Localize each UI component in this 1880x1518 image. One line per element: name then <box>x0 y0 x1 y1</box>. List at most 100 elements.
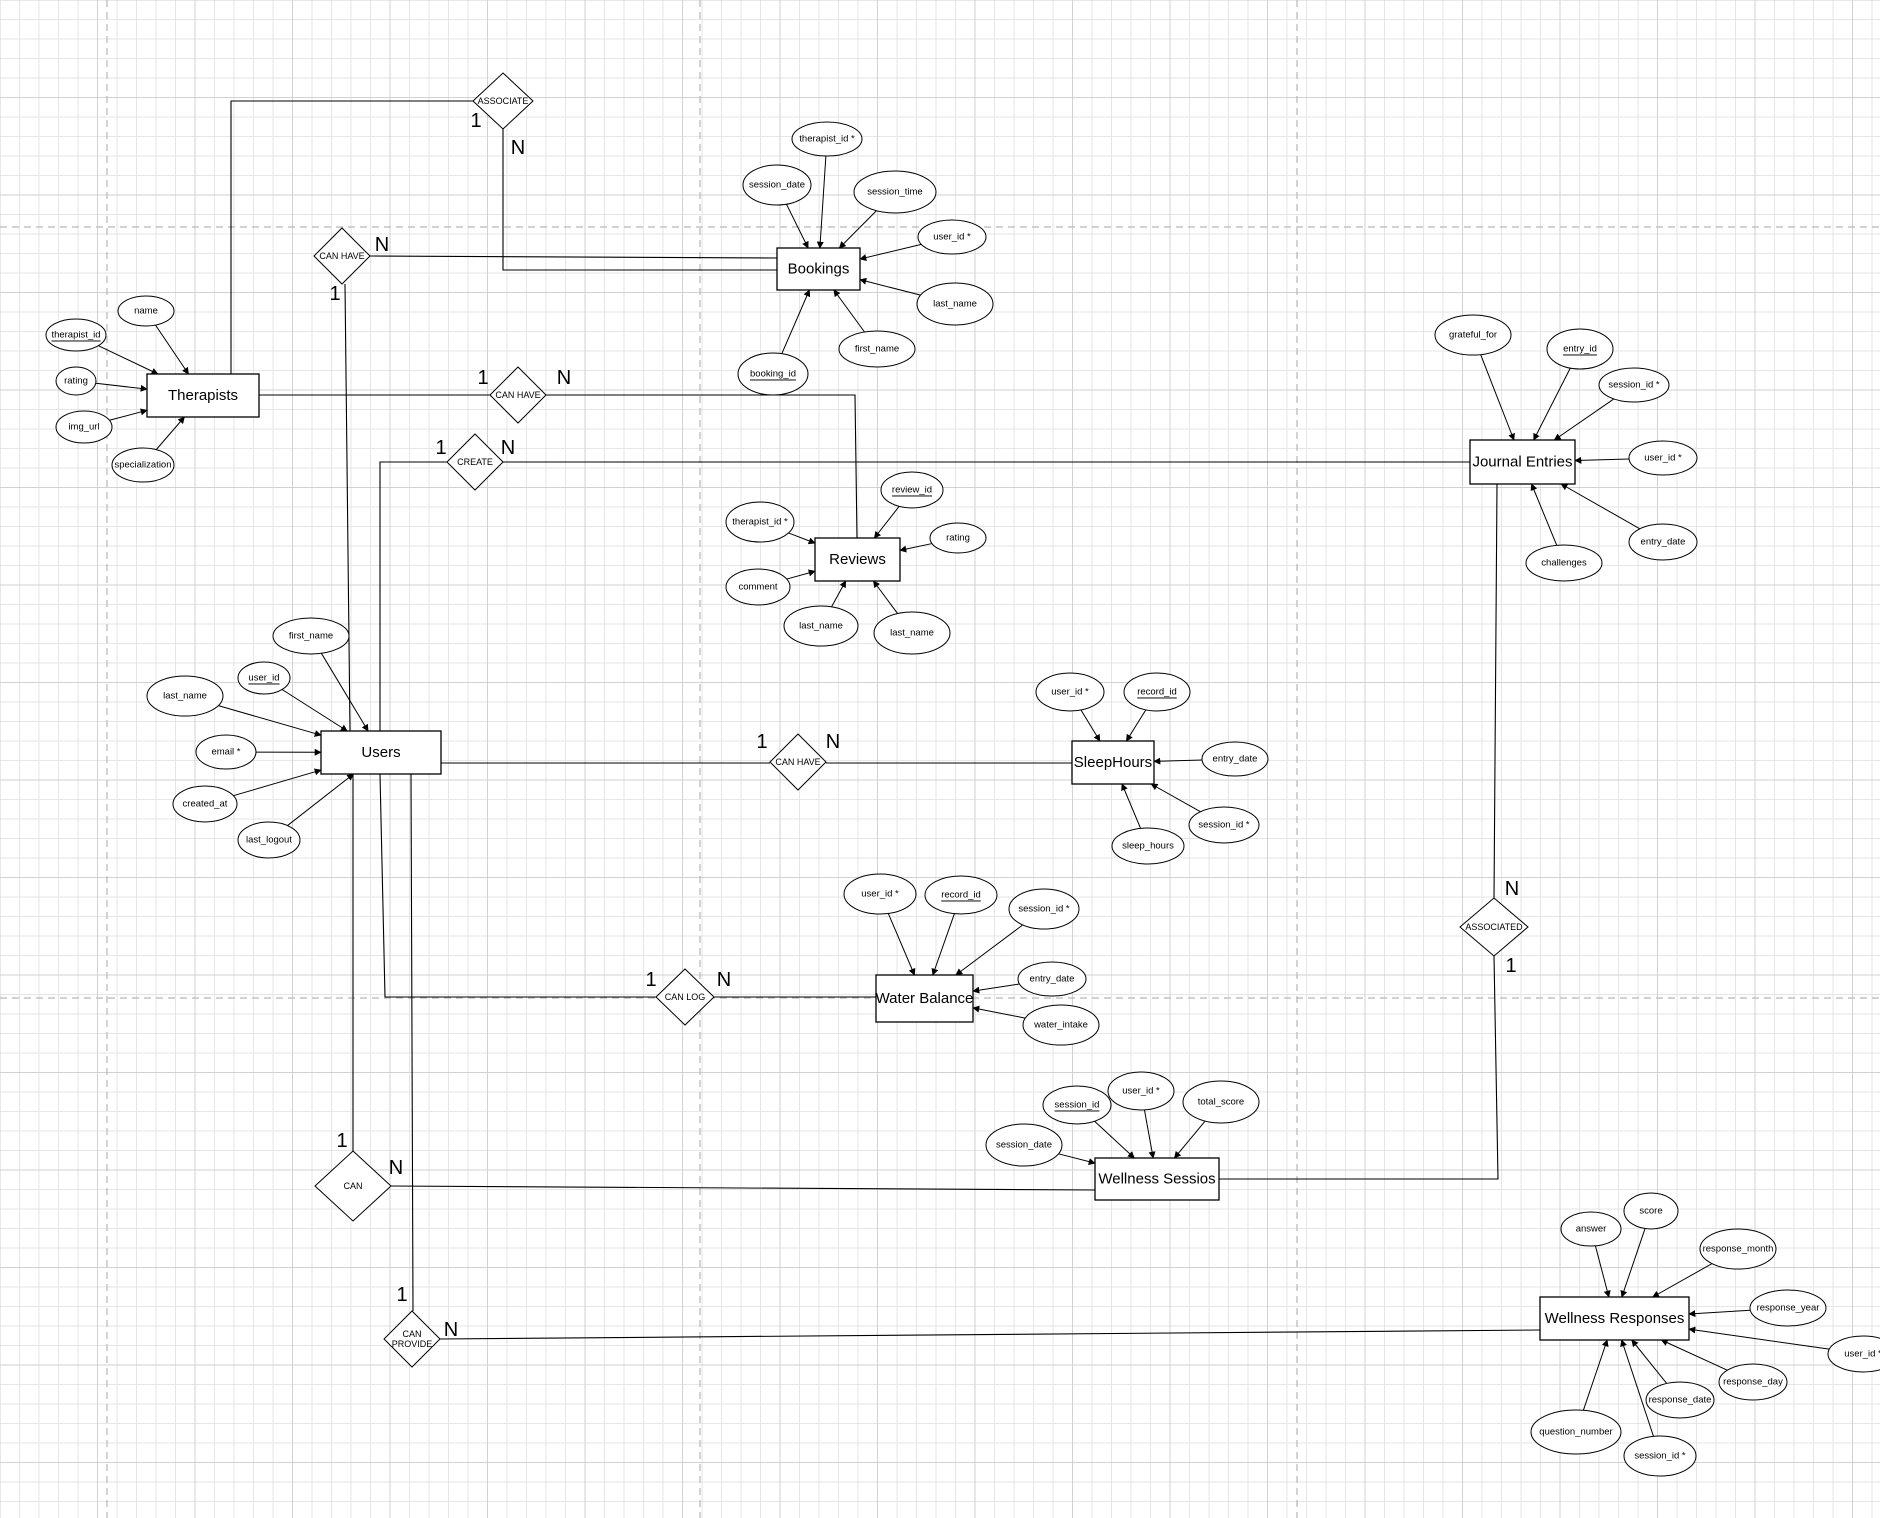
attribute-grateful-for[interactable]: grateful_for <box>1434 314 1512 356</box>
attribute-answer[interactable]: answer <box>1560 1211 1622 1247</box>
entity-box[interactable] <box>1071 740 1155 785</box>
attribute-ellipse[interactable] <box>1188 806 1260 844</box>
attribute-session-date[interactable]: session_date <box>742 164 812 206</box>
attribute-entry-date[interactable]: entry_date <box>1201 741 1269 777</box>
attribute-comment[interactable]: comment <box>725 568 791 606</box>
attribute-booking-id[interactable]: booking_id <box>737 352 809 396</box>
attribute-ellipse[interactable] <box>929 522 987 554</box>
attribute-review-id[interactable]: review_id <box>880 471 944 509</box>
attribute-challenges[interactable]: challenges <box>1525 544 1603 582</box>
attribute-ellipse[interactable] <box>1623 1435 1697 1477</box>
attribute-session-time[interactable]: session_time <box>853 170 937 214</box>
attribute-ellipse[interactable] <box>783 605 859 647</box>
attribute-last-name[interactable]: last_name <box>873 611 951 655</box>
attribute-ellipse[interactable] <box>873 611 951 655</box>
attribute-last-name[interactable]: last_name <box>146 675 224 717</box>
entity-box[interactable] <box>1539 1296 1690 1341</box>
entity-box[interactable] <box>1094 1157 1220 1201</box>
attribute-last-name[interactable]: last_name <box>783 605 859 647</box>
entity-box[interactable] <box>1469 439 1576 485</box>
attribute-ellipse[interactable] <box>1645 1381 1715 1419</box>
attribute-ellipse[interactable] <box>843 873 917 915</box>
attribute-ellipse[interactable] <box>1035 672 1105 712</box>
attribute-ellipse[interactable] <box>1530 1409 1622 1455</box>
entity-journal-entries[interactable]: Journal Entries <box>1469 439 1576 485</box>
attribute-ellipse[interactable] <box>1123 672 1191 712</box>
relationship-create[interactable]: CREATE <box>446 433 504 491</box>
attribute-ellipse[interactable] <box>1201 741 1269 777</box>
entity-wellness-responses[interactable]: Wellness Responses <box>1539 1296 1690 1341</box>
relationship-diamond[interactable] <box>769 733 827 791</box>
attribute-img-url[interactable]: img_url <box>55 410 113 444</box>
relationship-diamond[interactable] <box>489 366 547 424</box>
attribute-first-name[interactable]: first_name <box>838 330 916 368</box>
attribute-ellipse[interactable] <box>1628 523 1698 561</box>
relationship-diamond[interactable] <box>655 968 715 1026</box>
attribute-ellipse[interactable] <box>1022 1004 1100 1046</box>
attribute-last-logout[interactable]: last_logout <box>237 821 301 859</box>
attribute-ellipse[interactable] <box>172 785 238 823</box>
attribute-rating[interactable]: rating <box>929 522 987 554</box>
attribute-user-id[interactable]: user_id * <box>1107 1071 1175 1111</box>
attribute-ellipse[interactable] <box>924 875 998 915</box>
attribute-ellipse[interactable] <box>1560 1211 1622 1247</box>
relationship-can-have[interactable]: CAN HAVE <box>313 227 371 285</box>
entity-sleephours[interactable]: SleepHours <box>1071 740 1155 785</box>
attribute-user-id[interactable]: user_id * <box>1035 672 1105 712</box>
relationship-associated[interactable]: ASSOCIATED <box>1459 897 1529 957</box>
attribute-ellipse[interactable] <box>725 568 791 606</box>
attribute-ellipse[interactable] <box>1042 1085 1112 1125</box>
relationship-diamond[interactable] <box>314 1150 392 1222</box>
attribute-session-id[interactable]: session_id * <box>1623 1435 1697 1477</box>
attribute-ellipse[interactable] <box>985 1123 1063 1167</box>
attribute-ellipse[interactable] <box>1598 367 1670 403</box>
attribute-ellipse[interactable] <box>917 219 987 255</box>
attribute-ellipse[interactable] <box>1434 314 1512 356</box>
relationship-diamond[interactable] <box>313 227 371 285</box>
attribute-ellipse[interactable] <box>1718 1363 1788 1401</box>
attribute-record-id[interactable]: record_id <box>1123 672 1191 712</box>
attribute-ellipse[interactable] <box>1546 328 1614 370</box>
attribute-score[interactable]: score <box>1623 1192 1679 1230</box>
attribute-ellipse[interactable] <box>737 352 809 396</box>
relationship-can-have[interactable]: CAN HAVE <box>489 366 547 424</box>
relationship-can-log[interactable]: CAN LOG <box>655 968 715 1026</box>
attribute-ellipse[interactable] <box>55 410 113 444</box>
attribute-entry-id[interactable]: entry_id <box>1546 328 1614 370</box>
attribute-session-date[interactable]: session_date <box>985 1123 1063 1167</box>
attribute-name[interactable]: name <box>117 295 175 327</box>
attribute-session-id[interactable]: session_id * <box>1008 888 1080 930</box>
attribute-ellipse[interactable] <box>838 330 916 368</box>
attribute-therapist-id[interactable]: therapist_id * <box>725 501 795 543</box>
entity-box[interactable] <box>776 247 861 291</box>
attribute-ellipse[interactable] <box>237 661 291 695</box>
attribute-response-day[interactable]: response_day <box>1718 1363 1788 1401</box>
attribute-ellipse[interactable] <box>1017 961 1087 997</box>
attribute-ellipse[interactable] <box>1699 1228 1777 1270</box>
attribute-sleep-hours[interactable]: sleep_hours <box>1111 827 1185 865</box>
relationship-diamond[interactable] <box>446 433 504 491</box>
relationship-can[interactable]: CAN <box>314 1150 392 1222</box>
entity-box[interactable] <box>146 373 260 418</box>
attribute-ellipse[interactable] <box>272 617 350 655</box>
attribute-ellipse[interactable] <box>45 318 107 352</box>
attribute-session-id[interactable]: session_id * <box>1598 367 1670 403</box>
attribute-specialization[interactable]: specialization <box>111 447 175 483</box>
attribute-entry-date[interactable]: entry_date <box>1017 961 1087 997</box>
attribute-rating[interactable]: rating <box>55 366 97 396</box>
attribute-user-id[interactable]: user_id * <box>1628 440 1698 476</box>
entity-box[interactable] <box>320 730 442 775</box>
attribute-ellipse[interactable] <box>1182 1080 1260 1124</box>
attribute-ellipse[interactable] <box>1623 1192 1679 1230</box>
attribute-created-at[interactable]: created_at <box>172 785 238 823</box>
attribute-session-id[interactable]: session_id * <box>1188 806 1260 844</box>
entity-bookings[interactable]: Bookings <box>776 247 861 291</box>
attribute-email[interactable]: email * <box>195 734 257 770</box>
attribute-ellipse[interactable] <box>146 675 224 717</box>
attribute-session-id[interactable]: session_id <box>1042 1085 1112 1125</box>
attribute-response-date[interactable]: response_date <box>1645 1381 1715 1419</box>
attribute-response-year[interactable]: response_year <box>1749 1289 1827 1327</box>
attribute-user-id[interactable]: user_id * <box>843 873 917 915</box>
attribute-ellipse[interactable] <box>237 821 301 859</box>
